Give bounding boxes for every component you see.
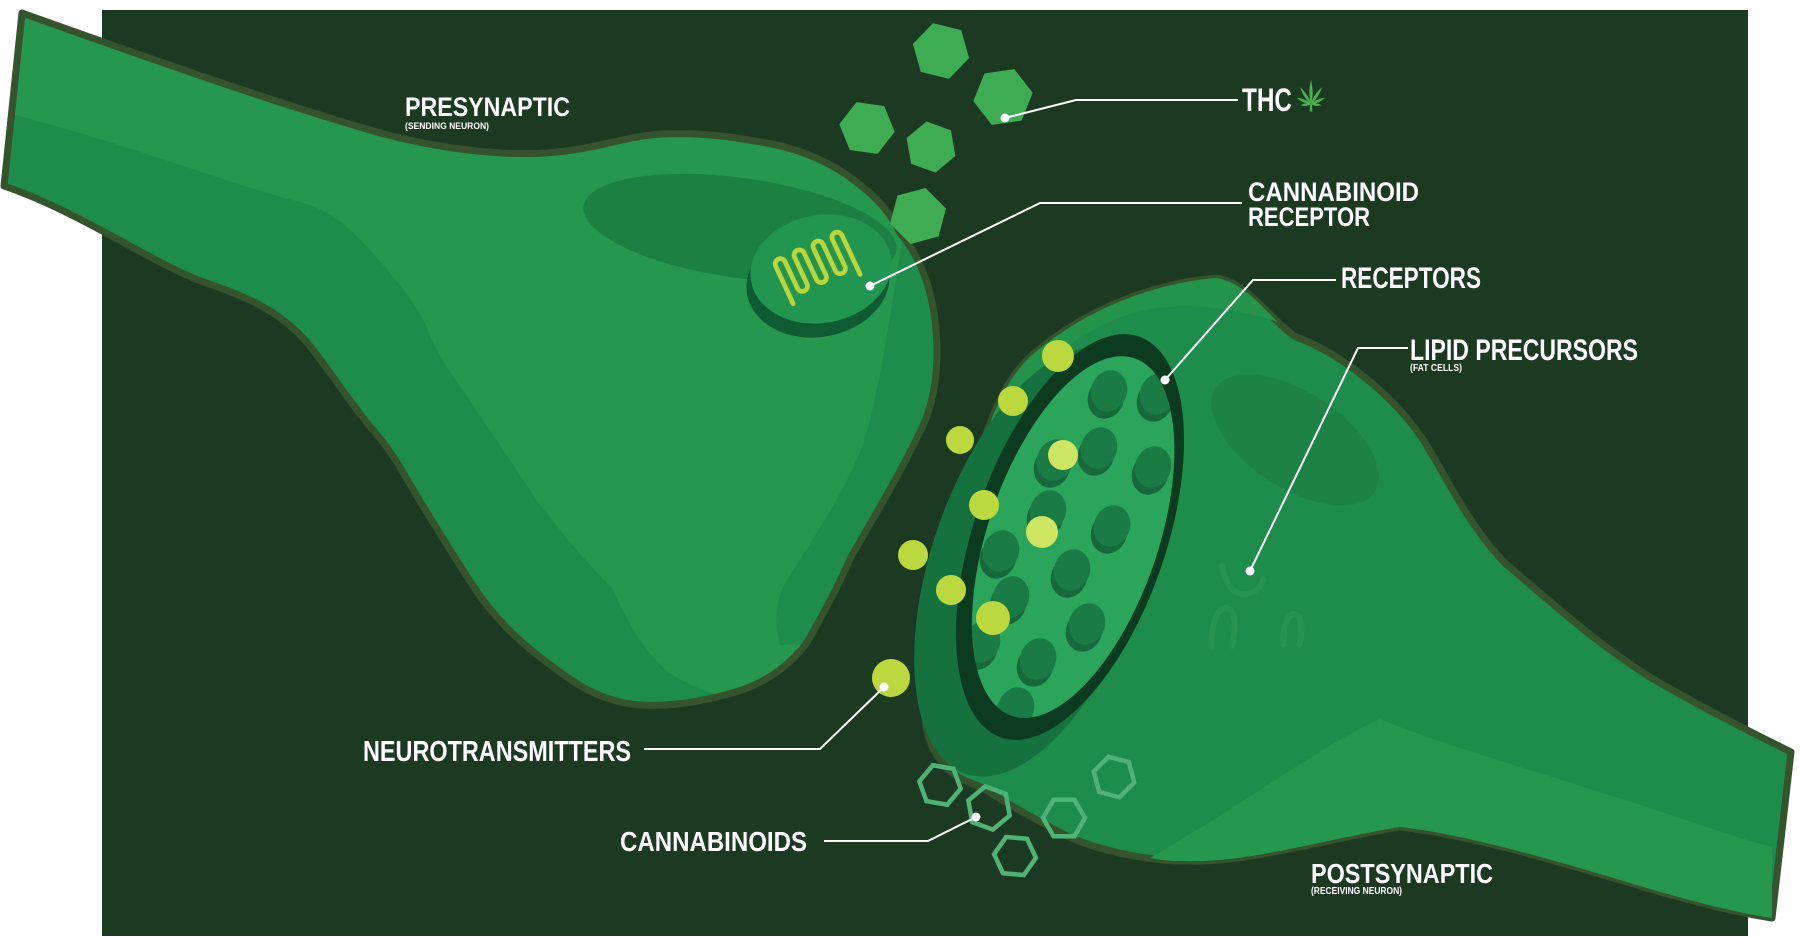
svg-text:(SENDING NEURON): (SENDING NEURON) <box>405 121 489 132</box>
svg-text:CANNABINOID: CANNABINOID <box>1248 177 1419 207</box>
svg-text:RECEPTOR: RECEPTOR <box>1248 202 1370 232</box>
svg-text:(FAT CELLS): (FAT CELLS) <box>1410 363 1462 374</box>
svg-text:PRESYNAPTIC: PRESYNAPTIC <box>405 92 570 122</box>
svg-text:POSTSYNAPTIC: POSTSYNAPTIC <box>1311 858 1493 889</box>
svg-text:THC: THC <box>1242 82 1292 118</box>
svg-text:LIPID PRECURSORS: LIPID PRECURSORS <box>1410 334 1638 367</box>
svg-text:NEUROTRANSMITTERS: NEUROTRANSMITTERS <box>363 736 631 768</box>
svg-text:CANNABINOIDS: CANNABINOIDS <box>620 826 807 857</box>
svg-text:RECEPTORS: RECEPTORS <box>1341 262 1481 295</box>
svg-text:(RECEIVING NEURON): (RECEIVING NEURON) <box>1311 886 1402 897</box>
